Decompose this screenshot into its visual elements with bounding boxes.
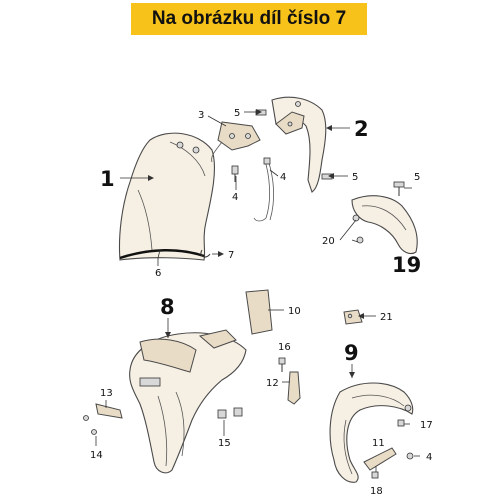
part-6-edge-trim[interactable]	[157, 249, 161, 259]
part-2-fender-mount[interactable]	[271, 96, 327, 193]
callout-11: 11	[372, 438, 385, 449]
part-15-nuts[interactable]	[217, 407, 243, 419]
part-19-side-cover[interactable]	[351, 195, 418, 255]
part-4-bolt-a[interactable]	[231, 165, 239, 182]
part-9-rear-hugger[interactable]	[329, 382, 414, 483]
part-21-clip[interactable]	[343, 309, 363, 325]
part-3-bracket[interactable]	[211, 121, 261, 163]
callout-5a: 5	[234, 108, 240, 119]
part-1-front-mudguard[interactable]	[118, 132, 215, 261]
part-5-screw-c[interactable]	[393, 181, 405, 196]
part-7-clip[interactable]	[200, 249, 211, 258]
callout-5b: 5	[352, 172, 358, 183]
part-11-bracket[interactable]	[363, 447, 397, 471]
callout-3: 3	[198, 110, 204, 121]
part-18-screw[interactable]	[371, 471, 379, 479]
leader-lines	[95, 109, 420, 472]
callout-19: 19	[392, 253, 421, 277]
part-14-screws[interactable]	[83, 415, 97, 435]
part-10-plate[interactable]	[245, 289, 273, 335]
callout-4a: 4	[232, 192, 238, 203]
part-20-nuts[interactable]	[352, 214, 364, 244]
callout-1: 1	[100, 167, 115, 191]
callout-16: 16	[278, 342, 291, 353]
callout-5c: 5	[414, 172, 420, 183]
callout-12: 12	[266, 378, 279, 389]
callout-2: 2	[354, 117, 369, 141]
callout-7: 7	[228, 250, 234, 261]
callout-10: 10	[288, 306, 301, 317]
part-4-bolt-b[interactable]	[263, 157, 271, 165]
title-banner: Na obrázku díl číslo 7	[131, 3, 367, 35]
callout-21: 21	[380, 312, 393, 323]
part-17-nut[interactable]	[397, 419, 405, 427]
part-12-bracket[interactable]	[287, 371, 301, 405]
callout-17: 17	[420, 420, 433, 431]
stay-rod	[253, 157, 274, 222]
part-13-strip[interactable]	[95, 403, 123, 419]
part-16-bolt[interactable]	[278, 357, 286, 372]
callout-8: 8	[160, 295, 175, 319]
callout-14: 14	[90, 450, 103, 461]
callout-13: 13	[100, 388, 113, 399]
part-8-rear-mudguard[interactable]	[129, 329, 247, 474]
part-4-bolt-c[interactable]	[406, 452, 414, 460]
callout-4b: 4	[280, 172, 286, 183]
callout-6: 6	[155, 268, 161, 279]
callout-9: 9	[344, 341, 359, 365]
callout-15: 15	[218, 438, 231, 449]
callout-4c: 4	[426, 452, 432, 463]
banner-title: Na obrázku díl číslo 7	[151, 8, 347, 29]
callout-20: 20	[322, 236, 335, 247]
callout-18: 18	[370, 486, 383, 497]
